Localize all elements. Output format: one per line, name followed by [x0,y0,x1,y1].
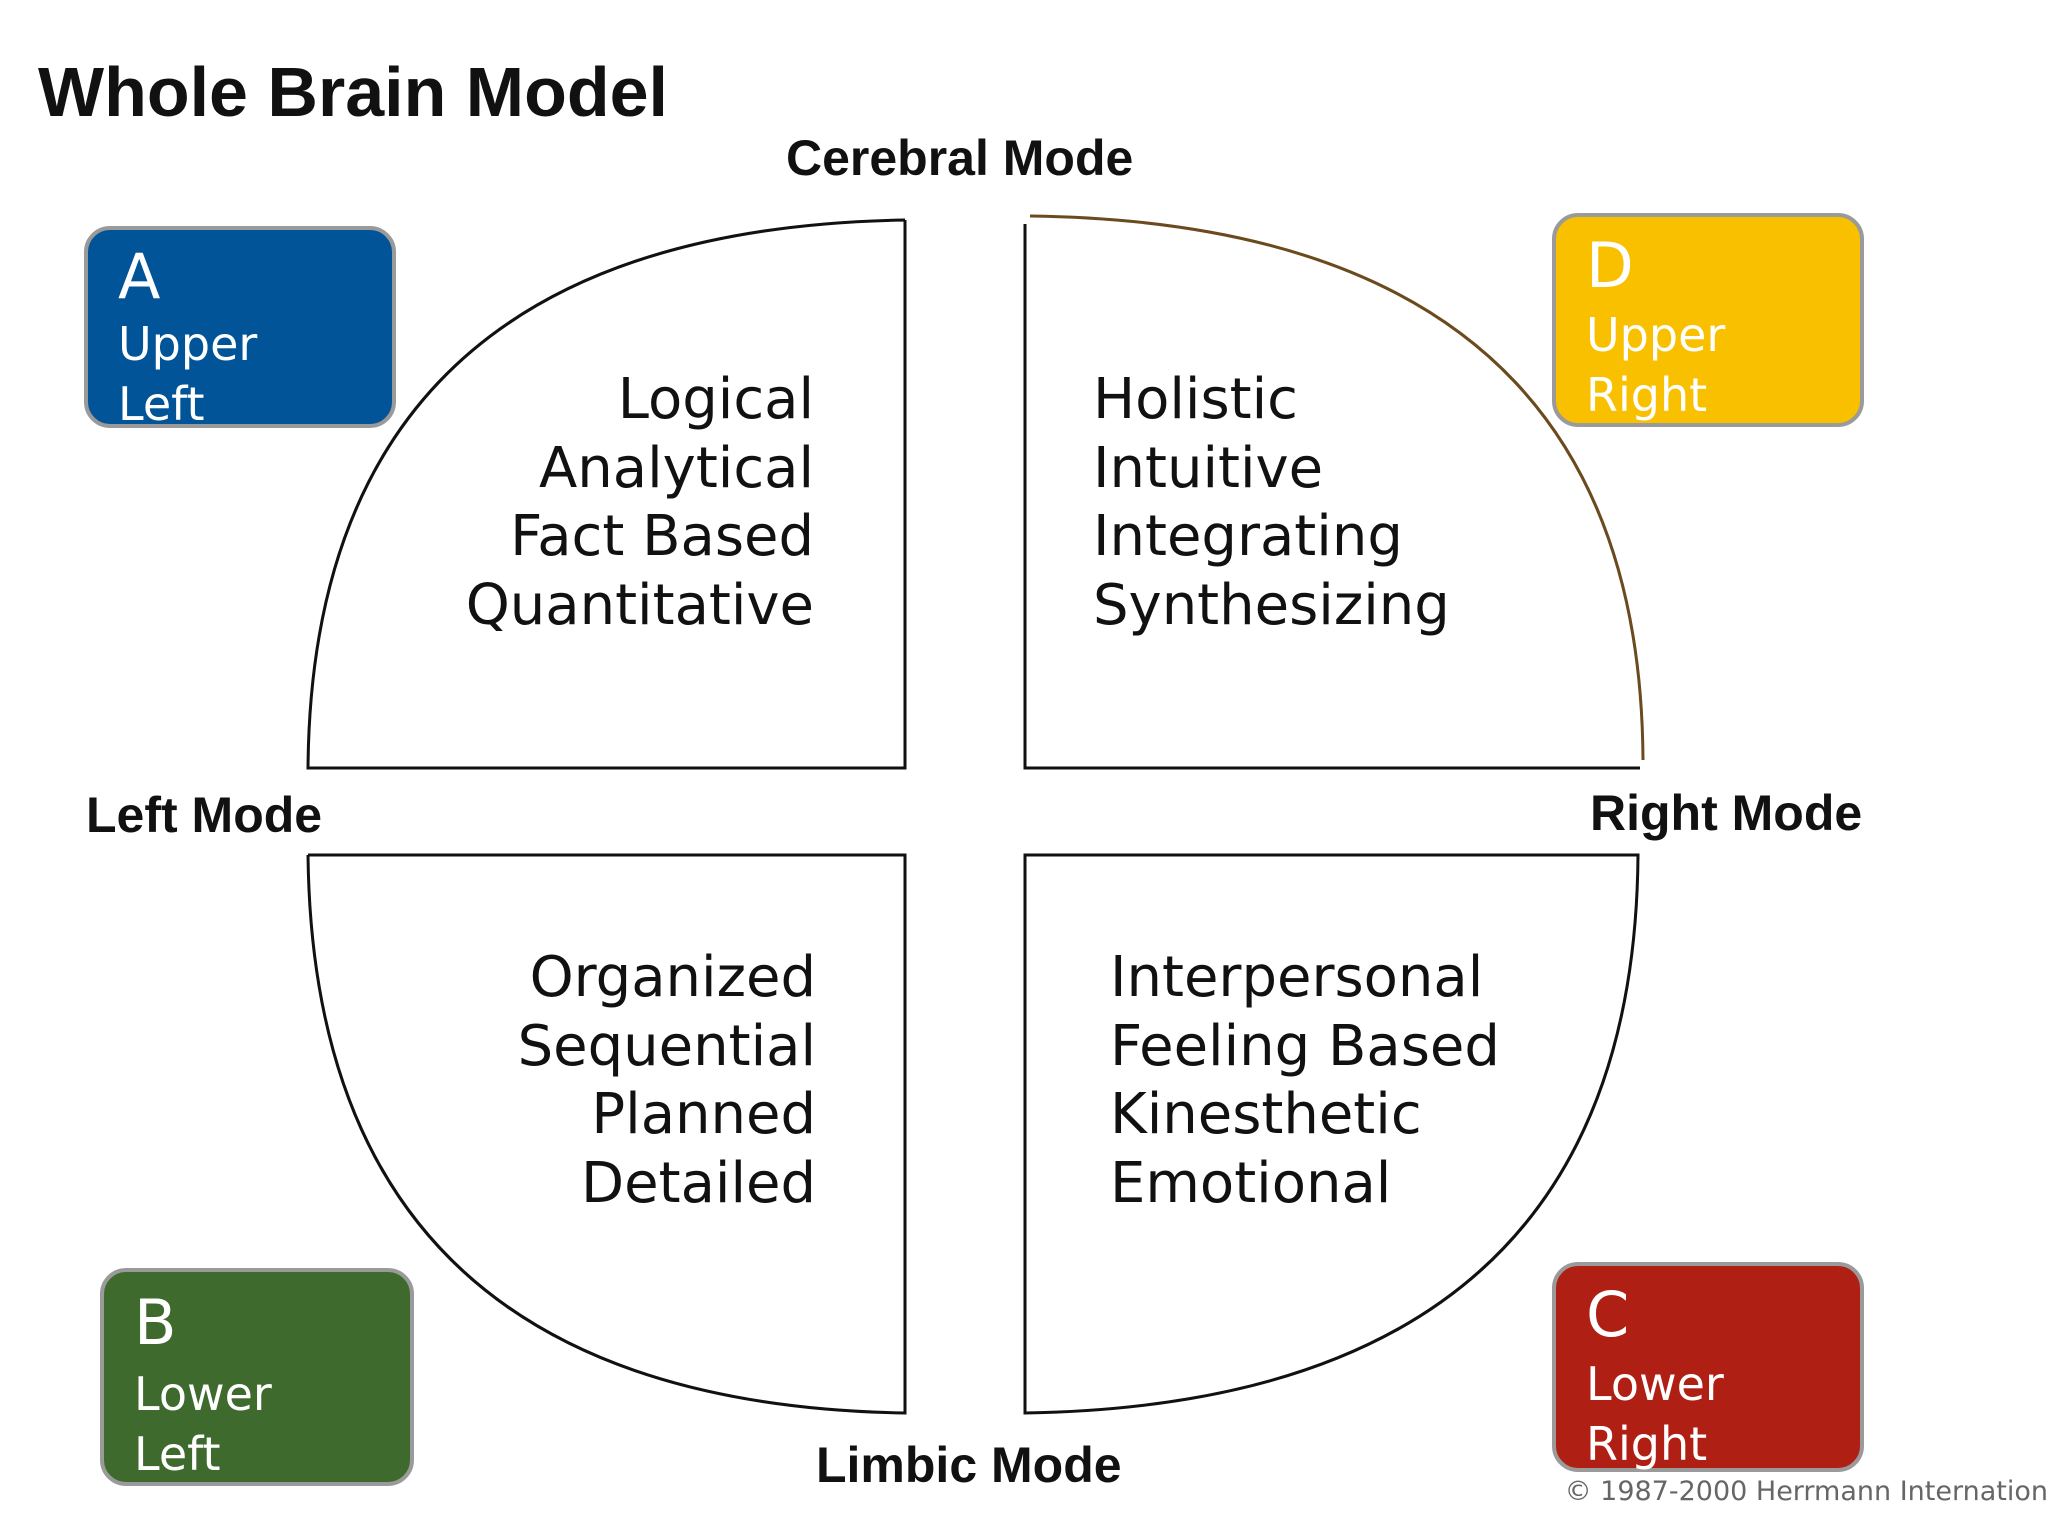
quadrant-c-badge: C Lower Right [1552,1262,1864,1472]
quadrant-lower-left-shape [306,853,907,1415]
quadrant-upper-right-shape [1023,224,1640,770]
quadrant-a-line1: Upper [118,317,258,371]
trait-item: Organized [529,945,816,1010]
mode-label-right: Right Mode [1590,785,1863,841]
quadrant-a-badge: A Upper Left [84,226,396,431]
trait-item: Logical [617,367,814,432]
quadrant-b-badge: B Lower Left [100,1268,414,1486]
copyright-notice: © 1987-2000 Herrmann Internation [1564,1476,2048,1507]
trait-item: Fact Based [510,504,814,569]
quadrant-upper-left-shape [306,218,907,770]
quadrant-a-line2: Left [118,377,205,431]
lower-left-traits: Organized Sequential Planned Detailed [518,944,816,1218]
quadrant-b-line1: Lower [134,1367,272,1421]
trait-item: Integrating [1093,504,1403,569]
quadrant-lower-right-shape [1023,853,1640,1415]
trait-item: Detailed [581,1150,816,1216]
trait-item: Synthesizing [1093,572,1450,638]
quadrant-d-badge: D Upper Right [1552,213,1864,427]
quadrant-b-letter: B [134,1286,177,1359]
quadrant-upper-right-arc [1029,214,1645,761]
mode-label-top: Cerebral Mode [786,130,1134,186]
trait-item: Intuitive [1093,435,1324,501]
mode-label-left: Left Mode [86,787,323,843]
trait-item: Emotional [1110,1150,1392,1216]
trait-item: Quantitative [465,572,814,638]
trait-item: Interpersonal [1110,945,1484,1010]
quadrant-a-letter: A [118,240,161,313]
lower-right-traits: Interpersonal Feeling Based Kinesthetic … [1110,944,1500,1218]
trait-item: Feeling Based [1110,1013,1500,1079]
trait-item: Planned [591,1082,816,1147]
upper-right-traits: Holistic Intuitive Integrating Synthesiz… [1093,366,1450,640]
quadrant-c-line1: Lower [1586,1357,1724,1411]
quadrant-c-line2: Right [1586,1417,1708,1471]
mode-label-bottom: Limbic Mode [816,1437,1122,1493]
quadrant-d-line2: Right [1586,368,1708,422]
diagram-title: Whole Brain Model [38,53,668,131]
quadrant-d-line1: Upper [1586,308,1726,362]
quadrant-c-letter: C [1586,1278,1630,1351]
trait-item: Holistic [1093,367,1298,432]
trait-item: Analytical [539,435,814,501]
quadrant-d-letter: D [1586,229,1634,302]
trait-item: Kinesthetic [1110,1082,1422,1147]
trait-item: Sequential [517,1013,816,1079]
upper-left-traits: Logical Analytical Fact Based Quantitati… [466,366,814,640]
quadrant-b-line2: Left [134,1427,221,1481]
